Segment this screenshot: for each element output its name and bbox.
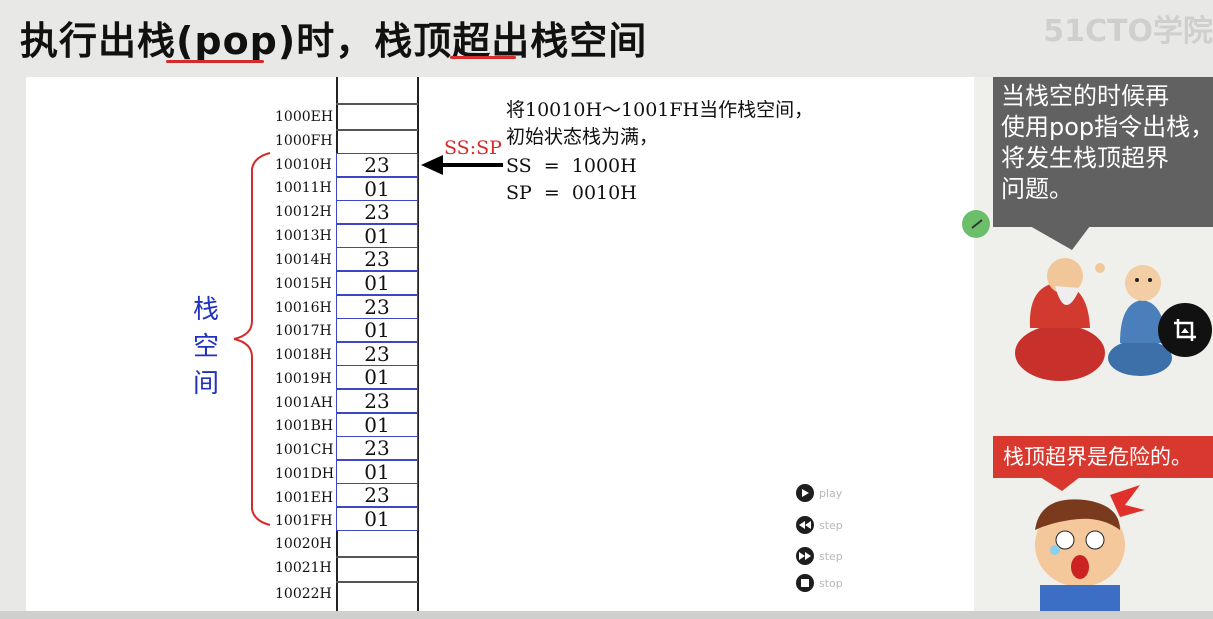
scared-boy-illustration [1035,485,1145,611]
memory-address: 1000EH [275,109,334,125]
danger-bubble: 栈顶超界是危险的。 [993,436,1213,478]
play-label: play [819,486,843,500]
monks-illustration [1015,258,1172,381]
ss-sp-label: SS:SP [444,137,502,159]
memory-cell: 23 [336,436,418,461]
slide-canvas: 1000EH 1000FH 10010H 10011H 10012H 10013H 1001… [26,77,974,611]
step-back-button[interactable]: step [796,516,843,534]
stack-label-char: 间 [192,369,219,399]
memory-address: 1001EH [275,490,334,506]
crop-image-button[interactable] [1158,303,1212,357]
memory-address: 10011H [275,180,332,196]
note-line: 初始状态栈为满， [506,126,659,148]
stack-label-char: 栈 [192,295,219,325]
rewind-icon [796,516,814,534]
memory-cell: 01 [336,223,418,248]
memory-address: 1001CH [275,442,334,458]
memory-address: 10014H [275,252,332,268]
memory-address: 10018H [275,347,332,363]
note-line: SP = 0010H [506,182,637,204]
play-icon [796,484,814,502]
title-underline-chaochu [450,56,516,59]
step-forward-label: step [819,549,843,563]
memory-address: 10015H [275,276,332,292]
row-line [336,556,418,558]
fast-forward-icon [796,547,814,565]
memory-cell: 01 [336,459,418,484]
speech-bubble-explanation: 当栈空的时候再 使用pop指令出栈， 将发生栈顶超界 问题。 [993,77,1213,227]
memory-cell: 01 [336,176,418,201]
step-forward-button[interactable]: step [796,547,843,565]
memory-cell: 01 [336,365,418,390]
step-back-label: step [819,518,843,532]
memory-cell: 23 [336,389,418,413]
bubble-tail [1030,226,1090,250]
memory-cell: 23 [336,294,418,319]
memory-address: 1000FH [275,133,333,149]
page-title: 执行出栈(pop)时，栈顶超出栈空间 [20,19,648,63]
memory-address: 10021H [275,560,332,576]
stack-brace [233,152,271,526]
memory-cell: 01 [336,412,418,437]
memory-address: 1001AH [275,395,333,411]
memory-address: 10012H [275,204,332,220]
memory-cell: 23 [336,483,418,508]
pointer-arrow [421,155,503,175]
pen-cursor-icon[interactable] [962,210,990,238]
memory-address: 10022H [275,586,332,602]
danger-bubble-tail [1040,477,1080,491]
memory-address: 10019H [275,371,332,387]
stack-space-label: 栈 空 间 [191,292,221,403]
note-line: SS = 1000H [506,155,637,177]
memory-cell: 01 [336,318,418,343]
watermark-logo: 51CTO学院 [1043,14,1213,49]
memory-cell: 23 [336,200,418,225]
stop-icon [796,574,814,592]
stop-label: stop [819,576,843,590]
memory-address: 1001FH [275,513,333,529]
title-underline-pop [166,60,264,63]
memory-cell: 23 [336,247,418,272]
stop-button[interactable]: stop [796,574,843,592]
play-button[interactable]: play [796,484,842,502]
memory-address: 10016H [275,300,332,316]
memory-cell: 23 [336,153,418,177]
bottom-progress-bar [0,611,1213,619]
row-line [336,129,418,131]
memory-address: 10017H [275,323,332,339]
memory-address: 10010H [275,157,332,173]
row-line [336,581,418,583]
memory-cell: 01 [336,271,418,295]
memory-cell: 01 [336,507,418,531]
note-line: 将10010H～1001FH当作栈空间， [506,99,814,121]
crop-icon [1174,319,1196,341]
row-line [336,103,418,105]
memory-address: 10013H [275,228,332,244]
memory-address: 10020H [275,536,332,552]
memory-cell: 23 [336,341,418,366]
stack-label-char: 空 [192,332,219,362]
memory-address: 1001DH [275,466,335,482]
memory-address: 1001BH [275,418,334,434]
